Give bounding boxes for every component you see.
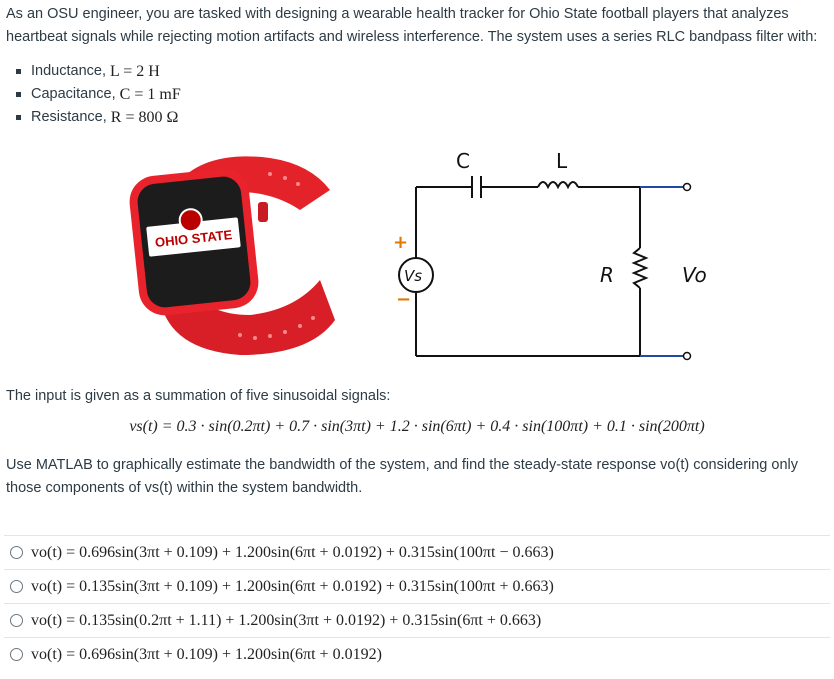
bullet-icon <box>16 115 21 120</box>
spec-resistance: Resistance, R = 800 Ω <box>8 106 181 129</box>
capacitor-label: C <box>456 149 470 173</box>
answer-text: vo(t) = 0.696sin(3πt + 0.109) + 1.200sin… <box>31 645 382 663</box>
answer-text: vo(t) = 0.135sin(0.2πt + 1.11) + 1.200si… <box>31 611 542 629</box>
answer-list: vo(t) = 0.696sin(3πt + 0.109) + 1.200sin… <box>4 535 830 671</box>
task-line-1: Use MATLAB to graphically estimate the b… <box>6 457 798 473</box>
spec-math: L = 2 H <box>110 63 160 80</box>
input-equation: vs(t) = 0.3 · sin(0.2πt) + 0.7 · sin(3πt… <box>129 418 705 435</box>
answer-text: vo(t) = 0.696sin(3πt + 0.109) + 1.200sin… <box>31 543 554 561</box>
bullet-icon <box>16 69 21 74</box>
spec-inductance: Inductance, L = 2 H <box>8 60 181 83</box>
answer-option-3[interactable]: vo(t) = 0.135sin(0.2πt + 1.11) + 1.200si… <box>4 603 830 637</box>
source-label: Vs <box>404 267 422 285</box>
radio-button[interactable] <box>10 546 23 559</box>
task-line-2: those components of vs(t) within the sys… <box>6 480 363 496</box>
intro-line-1: As an OSU engineer, you are tasked with … <box>6 6 789 22</box>
minus-sign: − <box>396 289 411 310</box>
answer-option-2[interactable]: vo(t) = 0.135sin(3πt + 0.109) + 1.200sin… <box>4 569 830 603</box>
spec-math: C = 1 mF <box>119 86 181 103</box>
intro-line-2: heartbeat signals while rejecting motion… <box>6 29 818 45</box>
spec-label: Capacitance, <box>31 86 116 102</box>
smartwatch-image: OHIO STATE <box>129 156 335 355</box>
resistor-label: R <box>600 263 614 287</box>
radio-button[interactable] <box>10 614 23 627</box>
radio-button[interactable] <box>10 648 23 661</box>
answer-option-1[interactable]: vo(t) = 0.696sin(3πt + 0.109) + 1.200sin… <box>4 535 830 569</box>
spec-capacitance: Capacitance, C = 1 mF <box>8 83 181 106</box>
rlc-circuit-diagram: C L R Vs Vo + − <box>393 149 707 361</box>
input-description: The input is given as a summation of fiv… <box>6 388 391 404</box>
radio-button[interactable] <box>10 580 23 593</box>
spec-label: Resistance, <box>31 109 107 125</box>
output-label: Vo <box>682 263 707 287</box>
spec-label: Inductance, <box>31 63 106 79</box>
plus-sign: + <box>393 232 408 253</box>
answer-option-4[interactable]: vo(t) = 0.696sin(3πt + 0.109) + 1.200sin… <box>4 637 830 671</box>
bullet-icon <box>16 92 21 97</box>
spec-list: Inductance, L = 2 H Capacitance, C = 1 m… <box>8 60 181 129</box>
spec-math: R = 800 Ω <box>110 109 179 126</box>
inductor-label: L <box>556 149 568 173</box>
answer-text: vo(t) = 0.135sin(3πt + 0.109) + 1.200sin… <box>31 577 554 595</box>
